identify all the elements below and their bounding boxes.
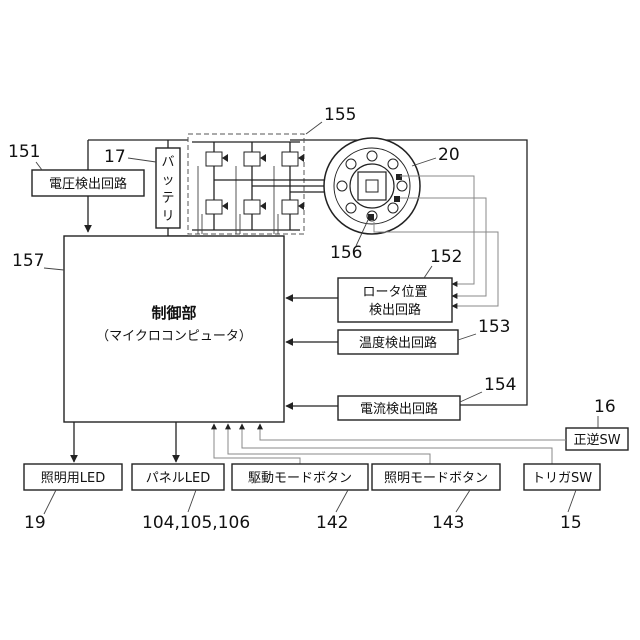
control-unit-subtitle: （マイクロコンピュータ）: [96, 329, 252, 344]
lighting-led-label: 照明用LED: [41, 471, 105, 486]
ref-155: 155: [324, 105, 356, 125]
ref-104-105-106: 104,105,106: [142, 513, 250, 533]
ref-19: 19: [24, 513, 46, 533]
control-unit-title: 制御部: [151, 304, 196, 322]
battery-char-4: リ: [161, 209, 174, 224]
output-wiring: [74, 422, 176, 462]
ref-143: 143: [432, 513, 464, 533]
ref-154: 154: [484, 375, 516, 395]
ref-142: 142: [316, 513, 348, 533]
battery-char-1: バ: [161, 155, 174, 170]
switch-upper-1: [206, 152, 228, 166]
control-unit-block: 制御部 （マイクロコンピュータ） 157: [12, 236, 284, 422]
ref-16: 16: [594, 397, 616, 417]
motor-block: 20 156: [324, 138, 460, 263]
fwd-rev-switch-label: 正逆SW: [573, 432, 620, 448]
battery-char-3: テ: [161, 191, 174, 206]
switch-lower-2: [244, 200, 266, 214]
light-mode-button-block: 照明モードボタン 143: [372, 464, 500, 533]
light-mode-button-label: 照明モードボタン: [384, 471, 488, 486]
ref-153: 153: [478, 317, 510, 337]
fwd-rev-switch-block: 正逆SW 16: [566, 397, 628, 450]
drive-mode-button-block: 駆動モードボタン 142: [232, 464, 368, 533]
lighting-led-block: 照明用LED 19: [24, 464, 122, 533]
trigger-switch-label: トリガSW: [532, 471, 592, 486]
drive-mode-button-label: 駆動モードボタン: [248, 471, 352, 486]
ref-152: 152: [430, 247, 462, 267]
current-label: 電流検出回路: [360, 401, 438, 417]
panel-led-label: パネルLED: [146, 471, 210, 486]
switch-lower-3: [282, 200, 304, 214]
input-wiring: [214, 424, 566, 464]
ref-156: 156: [330, 243, 362, 263]
battery-char-2: ッ: [161, 173, 174, 188]
rotor-position-label-1: ロータ位置: [362, 285, 427, 300]
ref-151: 151: [8, 142, 40, 162]
ref-157: 157: [12, 251, 44, 271]
switch-upper-2: [244, 152, 266, 166]
ref-20: 20: [438, 145, 460, 165]
voltage-detection-label: 電圧検出回路: [49, 176, 127, 192]
switch-upper-3: [282, 152, 304, 166]
current-block: 電流検出回路 154: [286, 375, 516, 420]
switch-lower-1: [206, 200, 228, 214]
rotor-position-label-2: 検出回路: [369, 302, 421, 318]
rotor-position-block: ロータ位置 検出回路 152: [286, 247, 462, 322]
temperature-label: 温度検出回路: [359, 335, 437, 351]
ref-17: 17: [104, 147, 126, 167]
ref-15: 15: [560, 513, 582, 533]
trigger-switch-block: トリガSW 15: [524, 464, 600, 533]
